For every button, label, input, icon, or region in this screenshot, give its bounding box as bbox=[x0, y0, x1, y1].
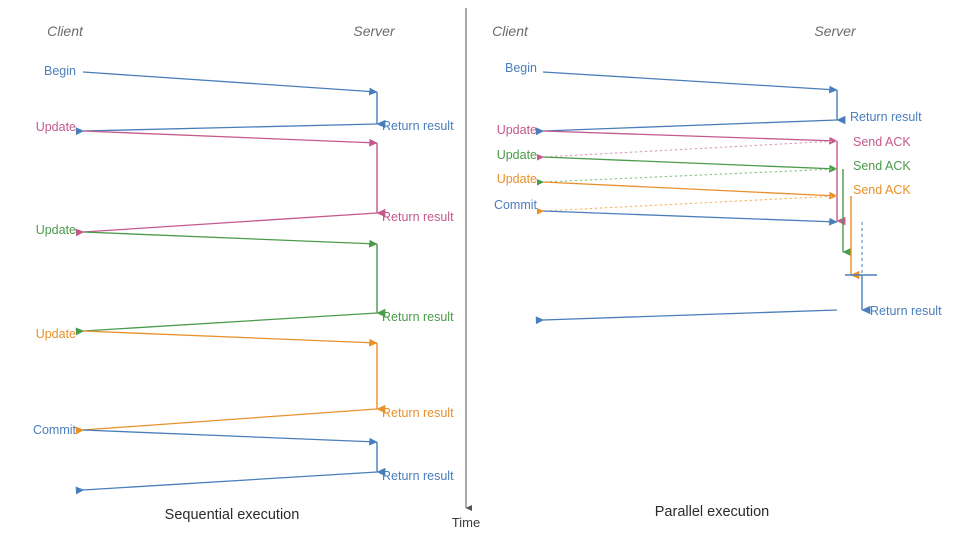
message-label: Return result bbox=[382, 310, 454, 324]
message-arrow bbox=[82, 130, 378, 147]
message-label: Send ACK bbox=[853, 183, 911, 197]
message-label: Update bbox=[497, 172, 537, 186]
lane-title-client-parallel: Client bbox=[492, 23, 529, 39]
message-label: Send ACK bbox=[853, 159, 911, 173]
message-arrow bbox=[75, 123, 378, 136]
message-label: Begin bbox=[44, 64, 76, 78]
message-label: Return result bbox=[850, 110, 922, 124]
lane-title-server-parallel: Server bbox=[814, 23, 857, 39]
message-label: Begin bbox=[505, 61, 537, 75]
message-label: Update bbox=[36, 327, 76, 341]
message-arrow bbox=[542, 210, 838, 226]
message-label: Update bbox=[497, 148, 537, 162]
message-arrow bbox=[542, 156, 838, 173]
message-arrow bbox=[542, 130, 838, 145]
message-lines-layer bbox=[75, 8, 877, 511]
message-label: Update bbox=[497, 123, 537, 137]
message-label: Send ACK bbox=[853, 135, 911, 149]
message-arrow bbox=[82, 429, 378, 446]
message-arrow bbox=[82, 71, 378, 96]
message-arrow bbox=[535, 119, 838, 136]
message-arrow bbox=[75, 312, 378, 336]
message-label: Update bbox=[36, 120, 76, 134]
message-label: Commit bbox=[494, 198, 538, 212]
message-label: Return result bbox=[382, 469, 454, 483]
message-arrow bbox=[542, 181, 838, 200]
message-arrow bbox=[82, 231, 378, 248]
panel-parallel bbox=[535, 71, 877, 325]
panel-caption-sequential: Sequential execution bbox=[165, 507, 300, 523]
lane-title-client-sequential: Client bbox=[47, 23, 84, 39]
message-label: Return result bbox=[870, 304, 942, 318]
message-arrow bbox=[75, 408, 378, 435]
message-label: Commit bbox=[33, 423, 77, 437]
message-arrow bbox=[535, 309, 838, 325]
message-arrow bbox=[75, 471, 378, 495]
message-label: Return result bbox=[382, 119, 454, 133]
message-arrow bbox=[75, 212, 378, 237]
message-label: Return result bbox=[382, 406, 454, 420]
message-arrow bbox=[536, 195, 838, 215]
message-label: Update bbox=[36, 223, 76, 237]
message-arrow bbox=[82, 330, 378, 347]
time-axis-label: Time bbox=[452, 515, 480, 530]
panel-sequential bbox=[75, 71, 386, 495]
panel-caption-parallel: Parallel execution bbox=[655, 504, 769, 520]
message-arrow bbox=[536, 168, 838, 186]
message-arrow bbox=[542, 71, 838, 94]
message-arrow bbox=[536, 140, 838, 161]
lane-title-server-sequential: Server bbox=[353, 23, 396, 39]
message-label: Return result bbox=[382, 210, 454, 224]
